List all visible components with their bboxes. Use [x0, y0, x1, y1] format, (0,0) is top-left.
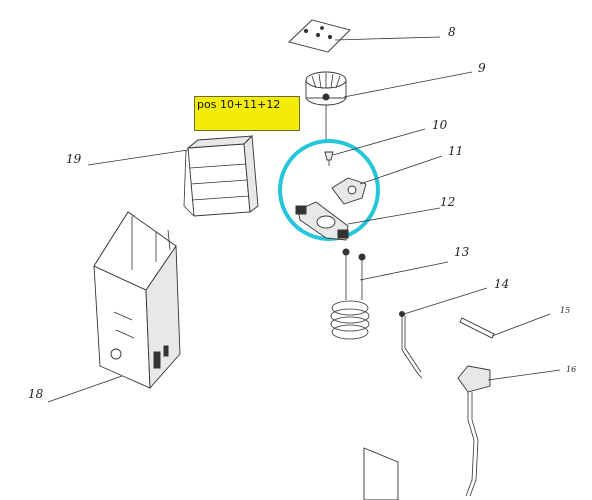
- leader-line-8: [334, 36, 441, 41]
- part-19-filter-cassette: [183, 134, 259, 217]
- leader-line-14: [403, 287, 488, 315]
- part-14-sensor-rod: [399, 311, 423, 379]
- part-10-screw: [324, 151, 334, 166]
- part-number-10: 10: [432, 118, 448, 132]
- part-8-plate: [288, 19, 351, 53]
- leader-line-16: [487, 369, 561, 381]
- part-11-clip: [331, 177, 367, 205]
- highlight-circle: [278, 139, 380, 241]
- part-13-heating-coil: [330, 248, 370, 340]
- leader-line-12: [347, 207, 441, 225]
- leader-line-15: [491, 313, 551, 337]
- leader-line-13: [359, 261, 449, 281]
- part-9-motor: [305, 71, 347, 140]
- part-number-15: 15: [560, 306, 570, 315]
- part-18-housing: [93, 211, 181, 390]
- part-number-8: 8: [448, 25, 456, 39]
- leader-line-19: [87, 149, 189, 166]
- part-16-thermostat: [457, 365, 491, 497]
- leader-line-11: [359, 155, 443, 185]
- part-number-9: 9: [478, 61, 486, 75]
- leader-line-10: [332, 128, 426, 156]
- part-number-12: 12: [440, 195, 455, 209]
- part-number-16: 16: [566, 365, 576, 374]
- bottom-plate: [363, 447, 399, 500]
- part-15-pin: [459, 317, 495, 339]
- part-number-19: 19: [66, 152, 82, 166]
- leader-line-9: [343, 71, 473, 98]
- part-number-14: 14: [494, 277, 509, 291]
- part-number-18: 18: [28, 387, 44, 401]
- part-number-11: 11: [448, 144, 463, 158]
- callout-label: pos 10+11+12: [194, 96, 300, 131]
- leader-line-18: [47, 375, 123, 403]
- part-12-bracket: [295, 201, 349, 241]
- part-number-13: 13: [454, 245, 470, 259]
